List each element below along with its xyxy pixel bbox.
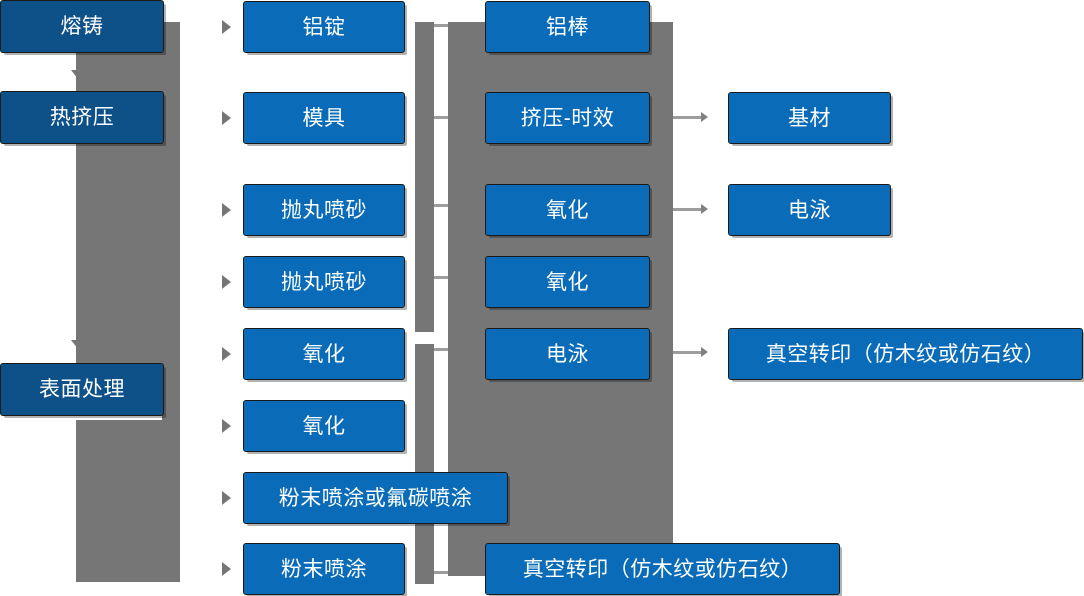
c2-powder-fluor[interactable]: 粉末喷涂或氟碳喷涂 xyxy=(243,472,508,524)
c2-powder-label: 粉末喷涂 xyxy=(281,557,367,581)
arrow-to-c4-electro xyxy=(701,204,708,214)
c3-electro[interactable]: 电泳 xyxy=(485,328,650,380)
c4-vacuum-label: 真空转印（仿木纹或仿石纹） xyxy=(765,342,1046,366)
arrow-down-melting-to-extrusion xyxy=(71,70,85,79)
stub-rail-4 xyxy=(434,276,450,279)
connector-surface-stub xyxy=(162,388,180,393)
c4-electro[interactable]: 电泳 xyxy=(728,184,891,236)
stub-rail-3 xyxy=(434,204,450,207)
c3-bar-label: 铝棒 xyxy=(546,15,589,39)
connector-mid-bar-upper xyxy=(415,22,434,332)
c2-die-label: 模具 xyxy=(302,106,346,130)
arrow-to-c2-oxidation-1 xyxy=(222,347,231,361)
c2-shotblast-2-label: 抛丸喷砂 xyxy=(281,270,367,294)
c2-oxidation-1-label: 氧化 xyxy=(302,342,346,366)
stub-rail-1 xyxy=(434,24,450,27)
c3-oxidation-2-label: 氧化 xyxy=(546,270,589,294)
c2-shotblast-2[interactable]: 抛丸喷砂 xyxy=(243,256,405,308)
c3-vacuum-label: 真空转印（仿木纹或仿石纹） xyxy=(522,557,803,581)
lead-to-c4-substrate xyxy=(673,116,701,119)
stage-surface[interactable]: 表面处理 xyxy=(0,363,164,416)
arrow-to-c2-shotblast-2 xyxy=(222,275,231,289)
stage-melting-label: 熔铸 xyxy=(60,15,104,38)
c3-oxidation-1[interactable]: 氧化 xyxy=(485,184,650,236)
c3-extrude-age[interactable]: 挤压-时效 xyxy=(485,92,650,144)
stage-melting[interactable]: 熔铸 xyxy=(0,0,164,53)
stage-extrusion-label: 热挤压 xyxy=(49,106,115,129)
c3-vacuum[interactable]: 真空转印（仿木纹或仿石纹） xyxy=(485,543,840,595)
c3-bar[interactable]: 铝棒 xyxy=(485,1,650,53)
c3-oxidation-1-label: 氧化 xyxy=(546,198,589,222)
c2-shotblast-1-label: 抛丸喷砂 xyxy=(281,198,367,222)
stage-surface-label: 表面处理 xyxy=(39,378,125,401)
lead-to-c4-electro xyxy=(673,208,701,211)
arrow-to-c4-substrate xyxy=(701,112,708,122)
stub-rail-5 xyxy=(434,348,450,351)
c4-substrate-label: 基材 xyxy=(788,106,831,130)
c2-ingot-label: 铝锭 xyxy=(302,15,346,39)
arrow-to-c2-oxidation-2 xyxy=(222,419,231,433)
arrow-to-c2-die xyxy=(222,111,231,125)
c2-ingot[interactable]: 铝锭 xyxy=(243,1,405,53)
stub-rail-2 xyxy=(434,116,450,119)
c2-powder[interactable]: 粉末喷涂 xyxy=(243,543,405,595)
c2-die[interactable]: 模具 xyxy=(243,92,405,144)
c3-extrude-age-label: 挤压-时效 xyxy=(520,106,615,130)
c2-oxidation-1[interactable]: 氧化 xyxy=(243,328,405,380)
c2-shotblast-1[interactable]: 抛丸喷砂 xyxy=(243,184,405,236)
c4-electro-label: 电泳 xyxy=(788,198,831,222)
c2-powder-fluor-label: 粉末喷涂或氟碳喷涂 xyxy=(278,486,473,510)
stage-extrusion[interactable]: 热挤压 xyxy=(0,91,164,144)
arrow-to-c2-powder-fluor xyxy=(222,491,231,505)
c3-electro-label: 电泳 xyxy=(546,342,589,366)
c2-oxidation-2-label: 氧化 xyxy=(302,414,346,438)
arrow-to-c2-shotblast-1 xyxy=(222,203,231,217)
c2-oxidation-2[interactable]: 氧化 xyxy=(243,400,405,452)
arrow-to-c2-ingot xyxy=(222,20,231,34)
arrow-to-c4-vacuum xyxy=(701,347,708,357)
connector-mid-bar-lower xyxy=(415,344,434,584)
arrow-to-c2-powder xyxy=(222,562,231,576)
c3-oxidation-2[interactable]: 氧化 xyxy=(485,256,650,308)
c4-substrate[interactable]: 基材 xyxy=(728,92,891,144)
c4-vacuum[interactable]: 真空转印（仿木纹或仿石纹） xyxy=(728,328,1083,380)
lead-to-c4-vacuum xyxy=(673,351,701,354)
arrow-down-extrusion-to-surface xyxy=(71,340,85,349)
stub-rail-6 xyxy=(434,571,450,574)
